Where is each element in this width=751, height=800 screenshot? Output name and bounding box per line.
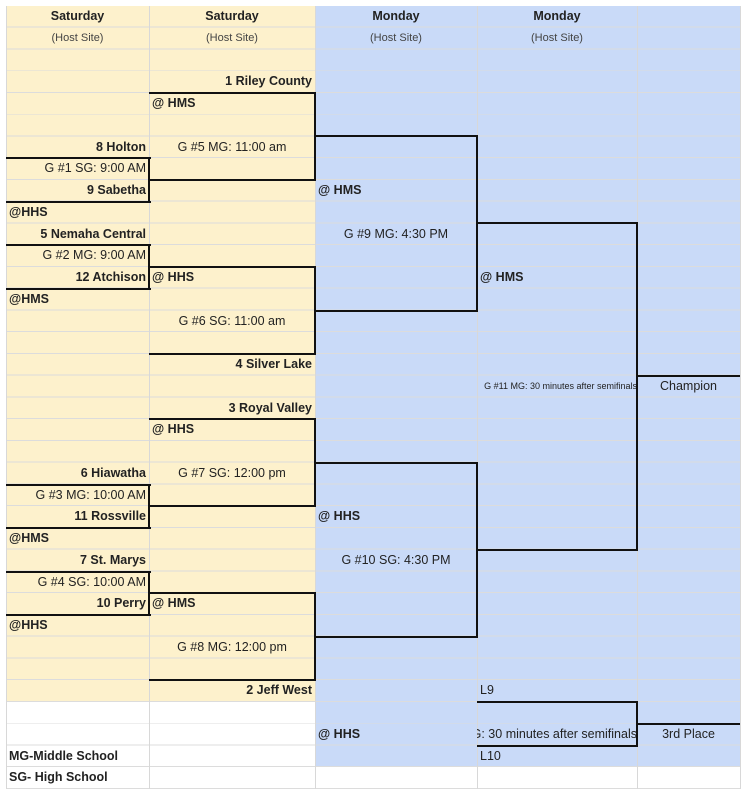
bracket-line <box>6 244 151 246</box>
bracket-line <box>6 527 151 529</box>
header-day[interactable]: Saturday <box>205 9 259 23</box>
bracket-line <box>637 375 740 377</box>
bracket-line <box>6 157 151 159</box>
team-cell[interactable]: 5 Nemaha Central <box>40 226 146 241</box>
game-label-text: G #12 SG: 30 minutes after semifinals <box>477 726 637 741</box>
bracket-line <box>636 222 638 551</box>
site-cell[interactable]: @ HMS <box>152 596 196 611</box>
bracket-line <box>6 484 151 486</box>
game-label[interactable]: G #11 MG: 30 minutes after semifinals <box>484 380 637 391</box>
bracket-line <box>149 679 316 681</box>
team-cell[interactable]: 7 St. Marys <box>79 552 146 567</box>
third-place-cell[interactable]: 3rd Place <box>662 726 715 741</box>
loser-cell[interactable]: L10 <box>480 748 501 763</box>
site-cell[interactable]: @HMS <box>9 291 49 306</box>
site-cell[interactable]: @ HMS <box>152 96 196 110</box>
team-cell[interactable]: 1 Riley County <box>225 74 312 89</box>
header-day[interactable]: Monday <box>372 9 420 23</box>
game-label[interactable]: G #9 MG: 4:30 PM <box>343 226 449 241</box>
bracket-line <box>477 549 638 551</box>
game-label[interactable]: G #12 SG: 30 minutes after semifinals <box>477 724 637 746</box>
bracket-line <box>149 266 316 268</box>
game-label[interactable]: G #8 MG: 12:00 pm <box>177 639 287 654</box>
bracket-line <box>6 288 151 290</box>
team-cell[interactable]: 9 Sabetha <box>86 183 146 197</box>
game-label[interactable]: G #3 MG: 10:00 AM <box>35 487 146 502</box>
loser-cell[interactable]: L9 <box>480 683 494 698</box>
champion-cell[interactable]: Champion <box>660 378 717 393</box>
bracket-line <box>477 701 638 703</box>
team-cell[interactable]: 10 Perry <box>96 596 146 611</box>
team-cell[interactable]: 2 Jeff West <box>246 683 312 698</box>
site-cell[interactable]: @ HHS <box>318 509 361 524</box>
team-cell[interactable]: 4 Silver Lake <box>235 357 312 371</box>
bracket-line <box>637 723 740 725</box>
header-day[interactable]: Monday <box>533 9 581 23</box>
col-divider <box>740 6 741 789</box>
bracket-line <box>6 201 151 203</box>
header-site[interactable]: (Host Site) <box>51 31 104 44</box>
game-label[interactable]: G #7 SG: 12:00 pm <box>178 465 286 480</box>
bracket-line <box>315 310 478 312</box>
col-divider <box>477 6 478 789</box>
site-cell[interactable]: @ HHS <box>152 270 195 284</box>
game-label[interactable]: G #4 SG: 10:00 AM <box>37 574 146 589</box>
bracket-line <box>149 418 316 420</box>
site-cell[interactable]: @ HMS <box>480 270 524 284</box>
game-label[interactable]: G #10 SG: 4:30 PM <box>341 552 451 567</box>
game-label[interactable]: G #5 MG: 11:00 am <box>177 139 287 154</box>
team-cell[interactable]: 6 Hiawatha <box>80 465 146 480</box>
bracket-line <box>149 592 316 594</box>
bracket-line <box>477 745 638 747</box>
bracket-line <box>149 505 316 507</box>
bracket-line <box>315 135 478 137</box>
col-divider <box>149 6 150 789</box>
site-cell[interactable]: @HHS <box>9 204 48 219</box>
game-label[interactable]: G #6 SG: 11:00 am <box>178 313 286 328</box>
col-divider <box>6 6 7 789</box>
team-cell[interactable]: 8 Holton <box>96 139 146 154</box>
header-day[interactable]: Saturday <box>50 9 105 23</box>
col-divider <box>315 6 316 789</box>
site-cell[interactable]: @HMS <box>9 531 49 545</box>
bracket-line <box>315 636 478 638</box>
team-cell[interactable]: 3 Royal Valley <box>228 400 312 415</box>
site-cell[interactable]: @ HHS <box>318 726 361 741</box>
header-site[interactable]: (Host Site) <box>531 31 583 44</box>
bracket-line <box>149 179 316 181</box>
legend-sg[interactable]: SG- High School <box>9 770 108 785</box>
team-cell[interactable]: 11 Rossville <box>74 509 146 524</box>
site-cell[interactable]: @ HHS <box>152 422 195 437</box>
legend-mg[interactable]: MG-Middle School <box>9 748 119 763</box>
bracket-line <box>149 92 316 94</box>
game-label[interactable]: G #2 MG: 9:00 AM <box>42 248 146 263</box>
header-site[interactable]: (Host Site) <box>206 31 258 44</box>
bracket-line <box>149 353 316 355</box>
header-site[interactable]: (Host Site) <box>370 31 422 44</box>
bracket-line <box>6 614 151 616</box>
site-cell[interactable]: @HHS <box>9 618 48 632</box>
gridlines <box>6 6 740 789</box>
team-cell[interactable]: 12 Atchison <box>75 270 146 284</box>
bracket-line <box>477 222 638 224</box>
game-label[interactable]: G #1 SG: 9:00 AM <box>44 161 146 176</box>
bracket-line <box>315 462 478 464</box>
site-cell[interactable]: @ HMS <box>318 183 362 197</box>
bracket-line <box>6 571 151 573</box>
